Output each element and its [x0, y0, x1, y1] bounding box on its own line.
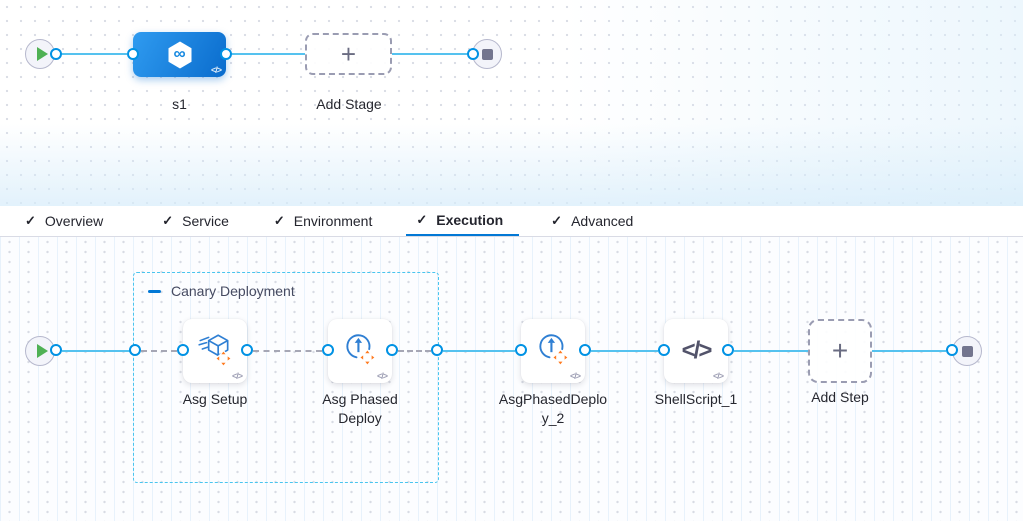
- connector-port[interactable]: [579, 344, 591, 356]
- connector-line: [62, 350, 131, 352]
- step-node-asg-setup[interactable]: </>: [183, 319, 247, 383]
- plus-icon: +: [831, 335, 849, 366]
- stop-icon: [481, 48, 493, 60]
- add-step-label: Add Step: [811, 389, 869, 405]
- step-label: Asg Setup: [182, 391, 248, 407]
- add-stage-button[interactable]: +: [305, 33, 392, 75]
- check-icon: ✓: [416, 212, 428, 227]
- tab-label: Environment: [293, 213, 373, 229]
- dashed-connector-line: [253, 350, 322, 352]
- connector-port[interactable]: [241, 344, 253, 356]
- stage-label: s1: [172, 96, 187, 112]
- asg-phased-deploy-icon: [341, 330, 379, 373]
- step-node-shellscript-1[interactable]: </> </>: [664, 319, 728, 383]
- deployment-stage-icon: ∞: [164, 39, 196, 71]
- add-stage-label: Add Stage: [316, 96, 382, 112]
- tab-service[interactable]: ✓ Service: [162, 206, 229, 236]
- tab-overview[interactable]: ✓ Overview: [25, 206, 103, 236]
- tab-label: Advanced: [571, 213, 634, 229]
- connector-port[interactable]: [658, 344, 670, 356]
- connector-line: [591, 350, 658, 352]
- plus-icon: +: [340, 39, 357, 69]
- asg-phased-deploy-icon: [534, 330, 572, 373]
- step-node-asg-phased-deploy[interactable]: </>: [328, 319, 392, 383]
- connector-port[interactable]: [322, 344, 334, 356]
- add-step-button[interactable]: +: [808, 319, 872, 383]
- connector-port[interactable]: [127, 48, 139, 60]
- code-icon: </>: [210, 65, 222, 75]
- tab-label: Execution: [436, 212, 504, 228]
- asg-setup-icon: [196, 330, 234, 373]
- connector-line: [734, 350, 808, 352]
- connector-port[interactable]: [50, 48, 62, 60]
- check-icon: ✓: [162, 213, 174, 228]
- connector-port[interactable]: [946, 344, 958, 356]
- connector-port[interactable]: [177, 344, 189, 356]
- connector-line: [62, 53, 127, 55]
- connector-line: [872, 350, 946, 352]
- stop-icon: [961, 345, 973, 357]
- execution-graph-canvas[interactable]: Canary Deployment: [0, 237, 1023, 521]
- stage-config-tabs: ✓ Overview ✓ Service ✓ Environment ✓ Exe…: [0, 206, 1023, 237]
- connector-port[interactable]: [431, 344, 443, 356]
- connector-port[interactable]: [220, 48, 232, 60]
- code-icon: </>: [569, 371, 581, 381]
- dashed-connector-line: [141, 350, 177, 352]
- step-label: AsgPhasedDeploy_2: [498, 391, 608, 426]
- connector-line: [232, 53, 305, 55]
- connector-port[interactable]: [50, 344, 62, 356]
- step-group-header: Canary Deployment: [148, 283, 295, 299]
- tab-environment[interactable]: ✓ Environment: [274, 206, 373, 236]
- dashed-connector-line: [398, 350, 431, 352]
- play-icon: [36, 344, 48, 358]
- stage-graph-canvas[interactable]: ∞ </> s1 + Add Stage: [0, 0, 1023, 206]
- step-label: ShellScript_1: [654, 391, 738, 407]
- check-icon: ✓: [25, 213, 36, 228]
- connector-line: [443, 350, 515, 352]
- step-node-asg-phased-deploy-2[interactable]: </>: [521, 319, 585, 383]
- shell-script-icon: </>: [681, 337, 713, 364]
- connector-port[interactable]: [515, 344, 527, 356]
- code-icon: </>: [376, 371, 388, 381]
- connector-line: [392, 53, 467, 55]
- stage-node-s1[interactable]: ∞ </>: [133, 32, 226, 77]
- connector-port[interactable]: [129, 344, 141, 356]
- check-icon: ✓: [551, 213, 563, 228]
- step-group-title: Canary Deployment: [171, 283, 295, 299]
- connector-port[interactable]: [467, 48, 479, 60]
- tab-advanced[interactable]: ✓ Advanced: [551, 206, 633, 236]
- tab-execution[interactable]: ✓ Execution: [406, 206, 520, 236]
- collapse-icon[interactable]: [148, 289, 161, 293]
- code-icon: </>: [231, 371, 243, 381]
- code-icon: </>: [712, 371, 724, 381]
- tab-label: Overview: [44, 213, 104, 229]
- tab-label: Service: [182, 213, 229, 229]
- step-label: Asg Phased Deploy: [322, 391, 398, 426]
- step-group-canary-deployment: Canary Deployment: [133, 272, 439, 483]
- connector-port[interactable]: [386, 344, 398, 356]
- check-icon: ✓: [273, 213, 285, 228]
- play-icon: [36, 47, 48, 61]
- connector-port[interactable]: [722, 344, 734, 356]
